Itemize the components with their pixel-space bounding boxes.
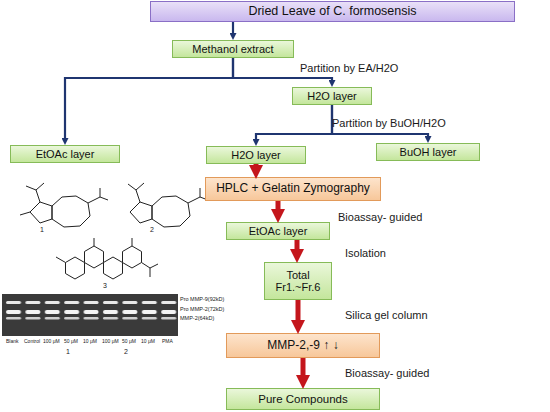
band-label: MMP-2(64kD) xyxy=(180,315,214,321)
box-text: Dried Leave of C. formosensis xyxy=(248,5,416,19)
compound-number: 2 xyxy=(150,226,154,233)
substituent-bond xyxy=(94,238,95,246)
flow-arrow xyxy=(276,201,281,209)
flow-arrow xyxy=(254,164,259,165)
structure-1 xyxy=(20,183,108,227)
box-text: MMP-2,-9 ↑ ↓ xyxy=(267,339,338,352)
flow-arrow xyxy=(301,358,306,375)
ring-bond xyxy=(130,202,152,223)
step-note: Silica gel column xyxy=(345,309,428,321)
step-note: Bioassay- guided xyxy=(338,211,422,223)
flow-arrow xyxy=(256,105,332,139)
lane-label: 50 μM xyxy=(64,338,78,344)
process-box: BuOH layer xyxy=(376,143,480,161)
process-box: Pure Compounds xyxy=(226,388,380,410)
assay-box: MMP-2,-9 ↑ ↓ xyxy=(226,333,380,358)
substituent-bond xyxy=(142,263,159,269)
lane-label: 50 μM xyxy=(122,338,136,344)
flow-arrow xyxy=(295,240,300,249)
substituent-bond xyxy=(88,197,108,203)
lane-label: 100 μM xyxy=(43,338,60,344)
ring-bond xyxy=(104,257,123,279)
process-box: EtOAc layer xyxy=(10,145,120,163)
box-text: H2O layer xyxy=(231,149,281,161)
lane-label: 10 μM xyxy=(83,338,97,344)
box-text: HPLC + Gelatin Zymography xyxy=(216,182,370,195)
compound-number: 1 xyxy=(40,226,44,233)
process-box: EtOAc layer xyxy=(226,222,330,240)
flow-arrow xyxy=(296,300,301,320)
substituent-bond xyxy=(128,184,140,202)
lane-label: 10 μM xyxy=(141,338,155,344)
group-number: 1 xyxy=(66,348,70,355)
step-note: Bioassay- guided xyxy=(345,367,429,379)
substituent-bond xyxy=(20,212,30,215)
band-label: Pro MMP-9(92kD) xyxy=(180,296,224,302)
assay-box: HPLC + Gelatin Zymography xyxy=(205,177,381,201)
flow-arrow xyxy=(65,58,233,138)
step-note: Partition by BuOH/H2O xyxy=(332,117,446,129)
structure-2 xyxy=(128,183,208,227)
step-note: Partition by EA/H2O xyxy=(300,62,398,74)
ring-bond xyxy=(152,196,190,227)
substituent-bond xyxy=(200,188,201,197)
box-text: BuOH layer xyxy=(400,146,457,158)
ring-bond xyxy=(123,246,142,268)
gel-image xyxy=(2,294,178,336)
structure-3 xyxy=(56,238,158,279)
source-box: Dried Leave of C. formosensis xyxy=(150,1,515,22)
step-note: Isolation xyxy=(345,247,386,259)
substituent-bond xyxy=(136,183,144,190)
ring-bond xyxy=(85,246,104,268)
lane-label: 100 μM xyxy=(102,338,119,344)
ring-bond xyxy=(52,196,90,227)
process-box: H2O layer xyxy=(206,146,306,164)
process-box: H2O layer xyxy=(292,87,372,105)
box-text: Methanol extract xyxy=(192,43,273,55)
process-box: Total Fr1.~Fr.6 xyxy=(264,262,332,300)
flow-arrow xyxy=(232,22,234,33)
substituent-bond xyxy=(36,183,44,190)
group-number: 2 xyxy=(124,348,128,355)
band-label: Pro MMP-2(72kD) xyxy=(180,306,224,312)
substituent-bond xyxy=(100,188,101,197)
substituent-bond xyxy=(132,238,133,246)
box-text: H2O layer xyxy=(307,90,357,102)
gel-bands xyxy=(2,294,178,336)
box-text: Pure Compounds xyxy=(258,393,348,406)
box-text: EtOAc layer xyxy=(249,225,308,237)
lane-label: PMA xyxy=(162,338,173,344)
substituent-bond xyxy=(150,268,151,277)
compound-number: 3 xyxy=(103,282,107,289)
substituent-bond xyxy=(56,257,66,263)
process-box: Methanol extract xyxy=(172,40,294,58)
box-text: EtOAc layer xyxy=(36,148,95,160)
box-text: Total Fr1.~Fr.6 xyxy=(268,269,328,293)
ring-bond xyxy=(30,202,52,223)
lane-label: Control xyxy=(24,338,40,344)
ring-bond xyxy=(66,257,85,279)
lane-label: Blank xyxy=(6,338,19,344)
